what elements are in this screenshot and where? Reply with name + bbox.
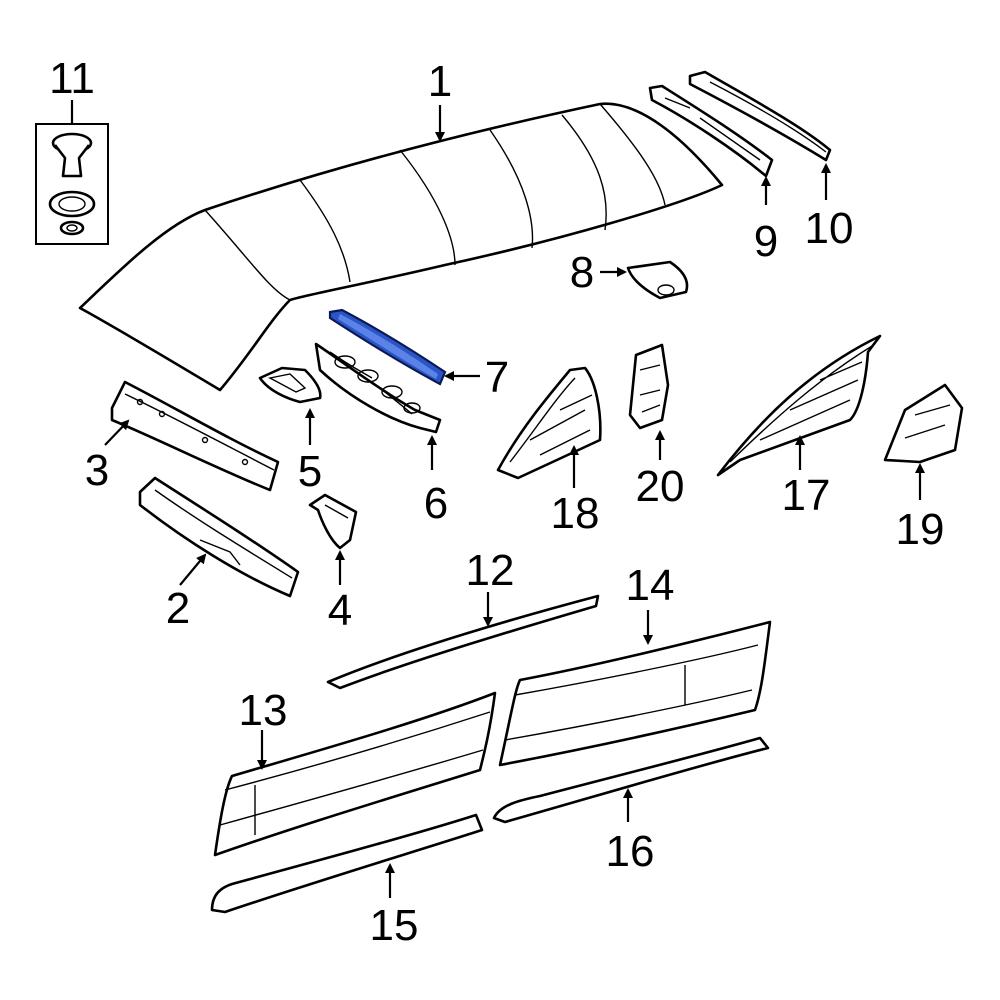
front-side-panel-part[interactable] (213, 691, 497, 857)
clip-part[interactable] (35, 123, 109, 245)
rear-rocker-molding-part[interactable] (492, 736, 770, 824)
callout-5[interactable]: 5 (298, 447, 322, 496)
quarter-inner-panel-part[interactable] (496, 366, 602, 480)
callout-2[interactable]: 2 (166, 584, 190, 633)
callout-labels: 1 2 3 4 5 6 7 8 9 10 11 12 13 14 15 16 1… (49, 54, 944, 950)
roof-bow-highlighted-part[interactable] (328, 308, 447, 386)
callout-3[interactable]: 3 (85, 446, 109, 495)
callout-14[interactable]: 14 (626, 561, 675, 610)
callout-19[interactable]: 19 (896, 505, 945, 554)
quarter-panel-inner-large-part[interactable] (716, 334, 882, 477)
corner-bracket-part[interactable] (308, 493, 358, 550)
callout-17[interactable]: 17 (782, 471, 831, 520)
bracket-part[interactable] (626, 260, 689, 300)
callout-16[interactable]: 16 (606, 827, 655, 876)
roof-molding-part[interactable] (326, 594, 600, 690)
pillar-bracket-part[interactable] (628, 343, 670, 430)
front-header-part[interactable] (110, 380, 280, 492)
callout-6[interactable]: 6 (424, 479, 448, 528)
callout-1[interactable]: 1 (428, 57, 452, 106)
callout-4[interactable]: 4 (328, 586, 352, 635)
callout-13[interactable]: 13 (239, 686, 288, 735)
callout-10[interactable]: 10 (805, 204, 854, 253)
roof-panel-part[interactable] (78, 102, 724, 392)
rear-rail-part[interactable] (688, 70, 832, 162)
windshield-header-part[interactable] (138, 476, 300, 598)
callout-20[interactable]: 20 (636, 462, 685, 511)
callout-15[interactable]: 15 (370, 901, 419, 950)
callout-7[interactable]: 7 (485, 353, 509, 402)
leader-2 (179, 553, 207, 586)
pad-part[interactable] (258, 366, 322, 404)
callout-12[interactable]: 12 (466, 546, 515, 595)
roof-reinforcement-part[interactable] (314, 342, 442, 434)
callout-11[interactable]: 11 (49, 54, 95, 103)
d-pillar-bracket-part[interactable] (883, 383, 964, 464)
rear-side-panel-part[interactable] (498, 620, 772, 767)
callout-18[interactable]: 18 (551, 489, 600, 538)
callout-9[interactable]: 9 (754, 217, 778, 266)
front-rocker-molding-part[interactable] (210, 813, 484, 914)
rear-header-part[interactable] (648, 84, 774, 178)
leader-3 (104, 419, 130, 446)
callout-8[interactable]: 8 (570, 248, 594, 297)
